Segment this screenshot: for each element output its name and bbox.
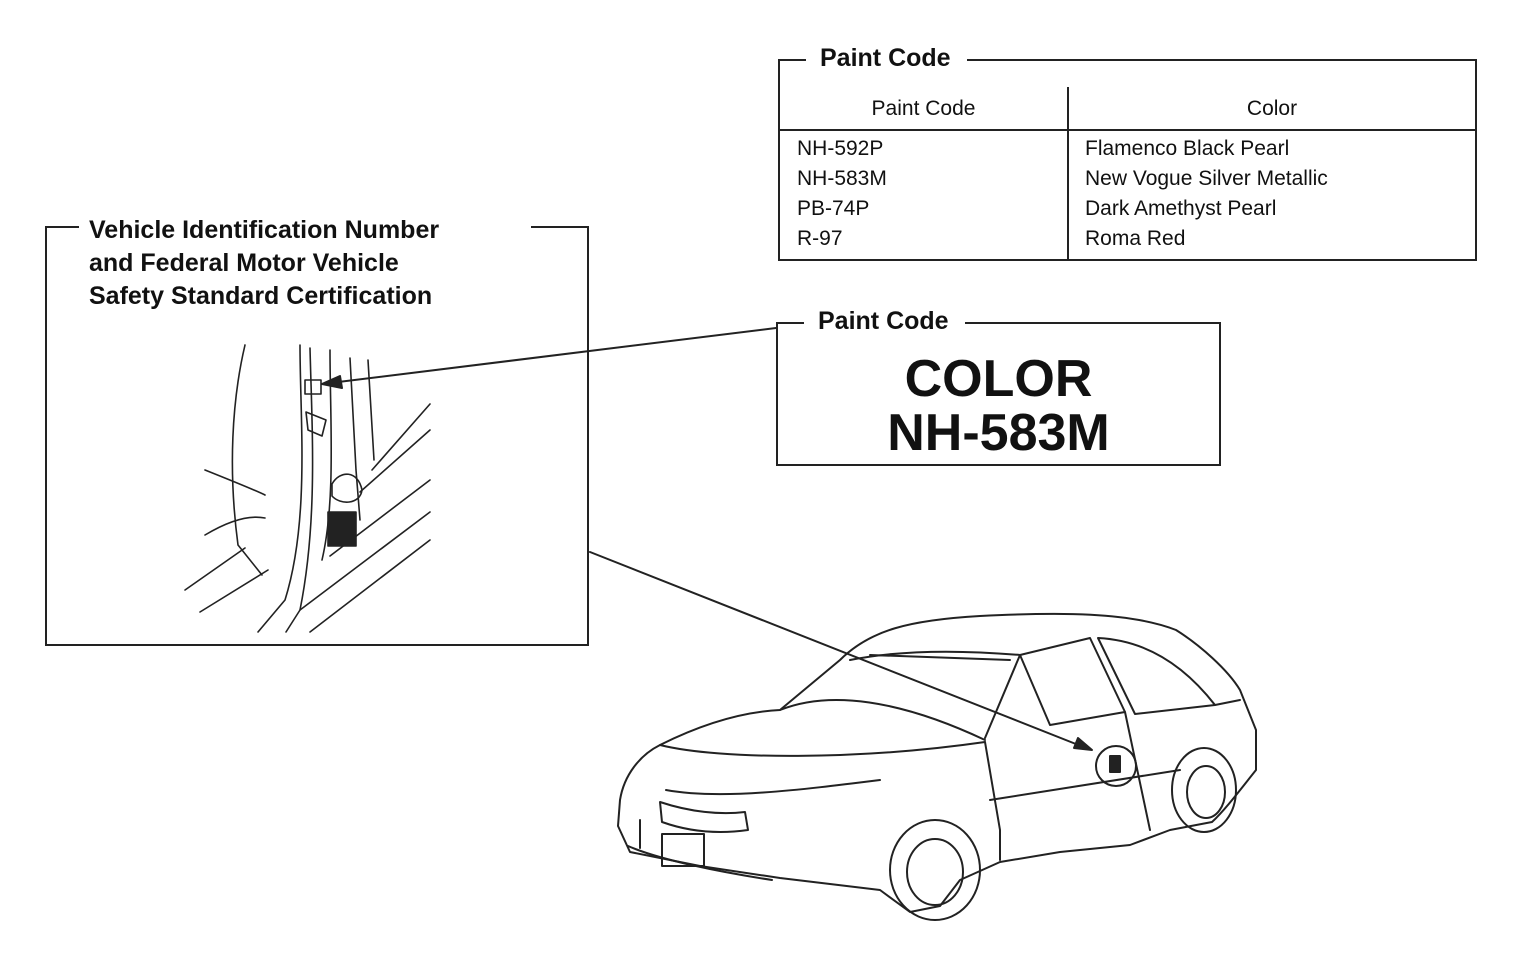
leader-arrowhead-car (1073, 737, 1093, 751)
paint-code-cell: NH-583M (797, 167, 887, 190)
vin-title-line-2: and Federal Motor Vehicle (89, 249, 399, 277)
column-header-color: Color (1246, 97, 1298, 120)
rear-wheel (1171, 747, 1237, 833)
table-row: R-97 Roma Red (780, 227, 1475, 257)
color-name-cell: Dark Amethyst Pearl (1085, 197, 1277, 220)
color-name-cell: Flamenco Black Pearl (1085, 137, 1290, 160)
table-row: NH-592P Flamenco Black Pearl (780, 137, 1475, 167)
paint-code-cell: NH-592P (797, 137, 884, 160)
vin-detail-frame: Vehicle Identification Number and Federa… (45, 214, 589, 646)
table-header: Paint Code Color (780, 85, 1475, 131)
leader-line-paint-code (321, 327, 777, 385)
leader-line-vin (589, 551, 1087, 749)
front-wheel (889, 819, 981, 921)
grille (659, 801, 749, 833)
label-paint-code: NH-583M (887, 404, 1110, 462)
table-row: PB-74P Dark Amethyst Pearl (780, 197, 1475, 227)
vin-title-line-3: Safety Standard Certification (89, 282, 433, 310)
paint-code-cell: PB-74P (797, 197, 870, 220)
color-name-cell: Roma Red (1085, 227, 1186, 250)
table-row: NH-583M New Vogue Silver Metallic (780, 167, 1475, 197)
column-divider (1067, 87, 1069, 259)
label-color-word: COLOR (904, 350, 1093, 408)
vin-panel-title: Vehicle Identification Number and Federa… (79, 214, 531, 313)
paint-code-table: Paint Code Paint Code Color NH-592P Flam… (778, 44, 1477, 261)
door-jamb-detail (184, 344, 431, 633)
paint-code-cell: R-97 (797, 227, 843, 250)
column-header-code: Paint Code (871, 97, 976, 120)
table-body: NH-592P Flamenco Black Pearl NH-583M New… (780, 137, 1475, 257)
color-name-cell: New Vogue Silver Metallic (1085, 167, 1328, 190)
sticker-callout-circle (1095, 745, 1137, 787)
paint-code-label: Paint Code COLOR NH-583M (776, 307, 1221, 466)
paint-table-title: Paint Code (806, 44, 967, 72)
car-illustration (617, 612, 1257, 921)
vin-title-line-1: Vehicle Identification Number (89, 216, 440, 244)
paint-label-title: Paint Code (804, 307, 965, 335)
license-plate (661, 833, 705, 867)
